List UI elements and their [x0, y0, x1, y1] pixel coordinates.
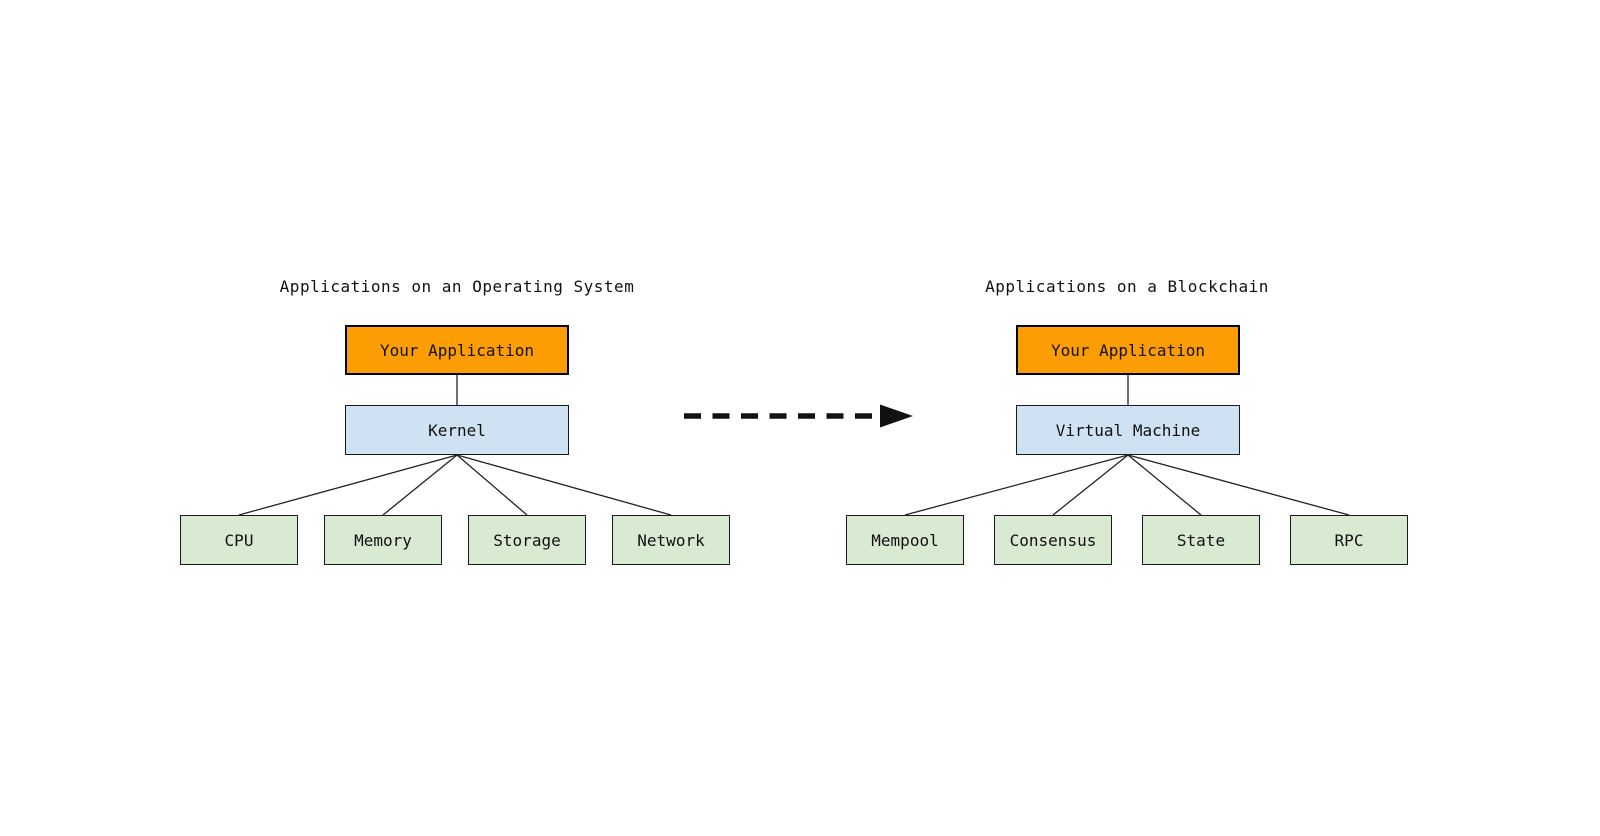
vm-to-consensus-edge: [1052, 454, 1129, 516]
kernel-to-memory-edge: [382, 454, 458, 516]
right-diagram-title: Applications on a Blockchain: [985, 277, 1269, 296]
consensus-box: Consensus: [994, 515, 1112, 565]
rpc-box: RPC: [1290, 515, 1408, 565]
dashed-transformation-arrow: [684, 404, 913, 428]
virtual-machine-box: Virtual Machine: [1016, 405, 1240, 455]
left-diagram-title: Applications on an Operating System: [279, 277, 635, 296]
left-your-application-box: Your Application: [345, 325, 569, 375]
vm-to-rpc-edge: [1127, 454, 1350, 516]
network-box: Network: [612, 515, 730, 565]
kernel-to-storage-edge: [456, 454, 528, 516]
cpu-box: CPU: [180, 515, 298, 565]
kernel-to-cpu-edge: [238, 454, 458, 516]
arrow-head: [880, 404, 913, 428]
kernel-to-network-edge: [456, 454, 672, 516]
vm-to-state-edge: [1127, 454, 1202, 516]
right-tree-edges: [904, 375, 1350, 516]
vm-to-mempool-edge: [904, 454, 1129, 516]
left-tree-edges: [238, 375, 672, 516]
kernel-box: Kernel: [345, 405, 569, 455]
memory-box: Memory: [324, 515, 442, 565]
state-box: State: [1142, 515, 1260, 565]
right-your-application-box: Your Application: [1016, 325, 1240, 375]
mempool-box: Mempool: [846, 515, 964, 565]
storage-box: Storage: [468, 515, 586, 565]
